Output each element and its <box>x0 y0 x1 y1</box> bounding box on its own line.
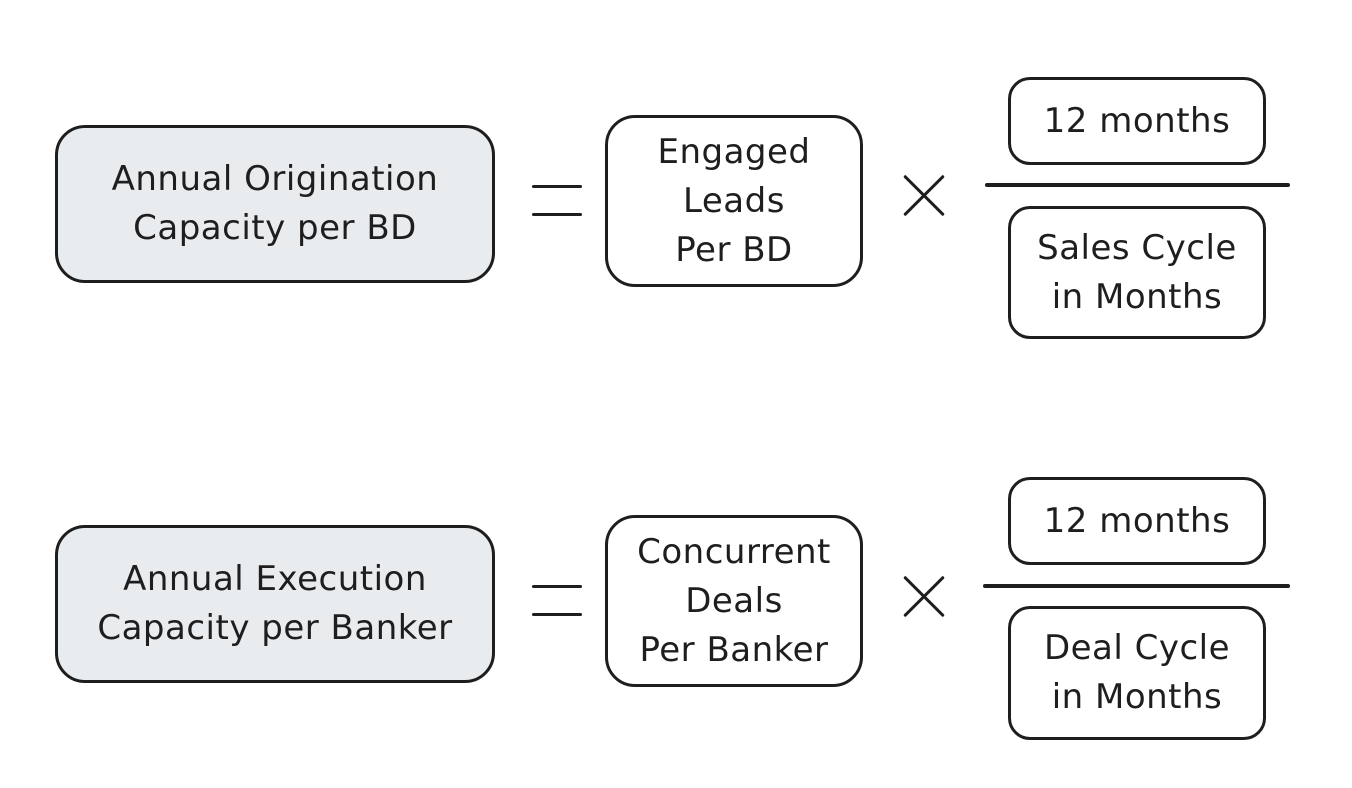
deal-cycle-box: Deal Cycle in Months <box>1008 606 1266 740</box>
numerator-label: 12 months <box>1043 500 1231 541</box>
execution-capacity-label: Annual Execution Capacity per Banker <box>97 559 453 648</box>
numerator-box: 12 months <box>1008 77 1266 165</box>
fraction-bar <box>985 183 1290 187</box>
sales-cycle-box: Sales Cycle in Months <box>1008 206 1266 339</box>
execution-capacity-box: Annual Execution Capacity per Banker <box>55 525 495 683</box>
numerator-label: 12 months <box>1043 100 1231 141</box>
origination-capacity-label: Annual Origination Capacity per BD <box>111 159 439 248</box>
multiply-sign <box>902 575 946 619</box>
multiply-sign <box>902 174 946 218</box>
deal-cycle-label: Deal Cycle in Months <box>1043 628 1231 717</box>
concurrent-deals-box: Concurrent Deals Per Banker <box>605 515 863 687</box>
origination-capacity-box: Annual Origination Capacity per BD <box>55 125 495 283</box>
sales-cycle-label: Sales Cycle in Months <box>1037 227 1237 317</box>
numerator-box: 12 months <box>1008 477 1266 565</box>
engaged-leads-label: Engaged Leads Per BD <box>657 131 811 270</box>
engaged-leads-box: Engaged Leads Per BD <box>605 115 863 287</box>
fraction-bar <box>983 584 1290 588</box>
concurrent-deals-label: Concurrent Deals Per Banker <box>637 531 831 670</box>
equals-sign <box>532 181 582 221</box>
equals-sign <box>532 581 582 621</box>
